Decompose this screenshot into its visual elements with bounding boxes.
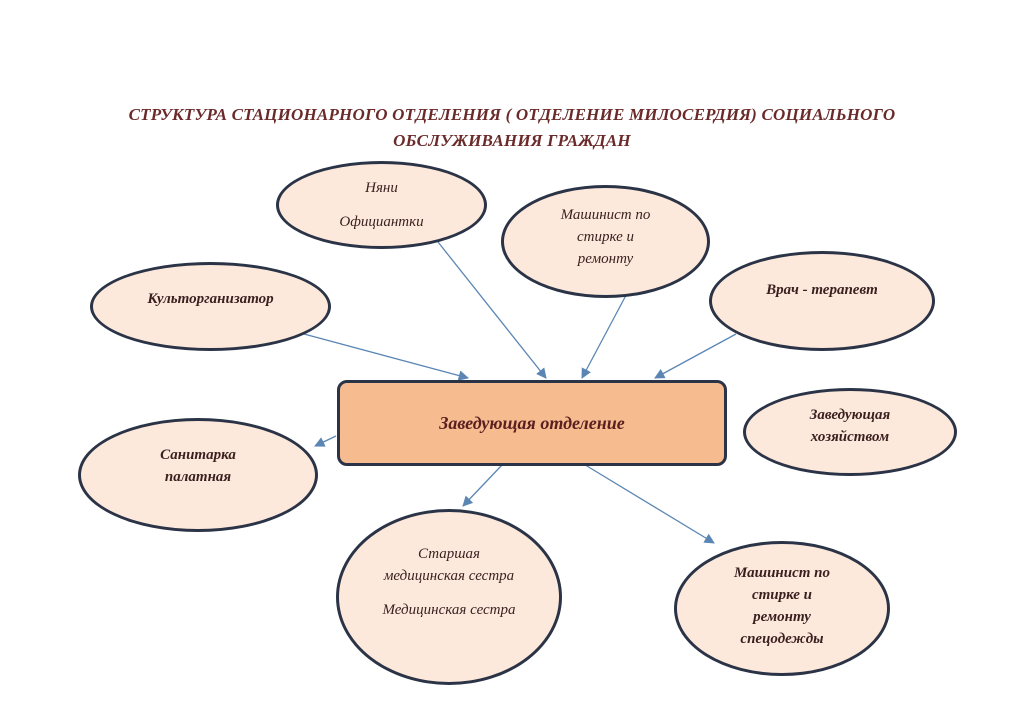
node-sestra-line-3: Медицинская сестра <box>382 602 516 618</box>
node-vrach-terapevt: Врач - терапевт <box>709 251 935 351</box>
node-mashinist-top-line-3: ремонту <box>577 251 634 267</box>
node-nyani-line-1: Няни <box>365 180 398 196</box>
node-sanitarka-palatnaya: Санитарка палатная <box>78 418 318 532</box>
arrow-mashinist-top-to-center <box>581 283 633 379</box>
node-mashinist-bottom-line-3: ремонту <box>753 608 811 625</box>
node-sestra-line-1: Старшая <box>417 546 481 562</box>
node-mashinist-bottom-line-2: стирке и <box>751 586 813 603</box>
node-mashinist-top-line-1: Машинист по <box>560 207 651 223</box>
arrow-center-to-mashinist-bottom <box>581 462 715 544</box>
arrow-center-to-sestra <box>462 464 503 507</box>
node-nyani-ofitsiantki: Няни Официантки <box>276 161 487 249</box>
node-mashinist-top: Машинист по стирке и ремонту <box>501 185 710 298</box>
arrow-kultorg-to-center <box>303 333 470 381</box>
node-kultorg-line-1: Культорганизатор <box>147 290 274 307</box>
node-mashinist-bottom: Машинист по стирке и ремонту спецодежды <box>674 541 890 676</box>
node-mashinist-bottom-line-1: Машинист по <box>733 564 831 581</box>
node-kultorganizator: Культорганизатор <box>90 262 331 351</box>
center-box-zaveduyushchaya: Заведующая отделение <box>337 380 727 466</box>
arrow-nyani-to-center <box>437 241 547 379</box>
title-line-2: ОБСЛУЖИВАНИЯ ГРАЖДАН <box>393 131 631 150</box>
arrow-vrach-to-center <box>654 333 737 379</box>
node-zav-hoz-line-1: Заведующая <box>809 407 891 423</box>
node-sanitarka-line-2: палатная <box>164 469 232 485</box>
title-line-1: СТРУКТУРА СТАЦИОНАРНОГО ОТДЕЛЕНИЯ ( ОТДЕ… <box>128 105 896 124</box>
node-mashinist-top-line-2: стирке и <box>576 229 635 245</box>
center-label: Заведующая отделение <box>439 412 625 433</box>
page-title: СТРУКТУРА СТАЦИОНАРНОГО ОТДЕЛЕНИЯ ( ОТДЕ… <box>40 102 984 154</box>
arrow-center-to-sanitarka <box>314 435 337 447</box>
node-sestra-line-2: медицинская сестра <box>383 568 515 584</box>
node-vrach-line-1: Врач - терапевт <box>766 282 878 298</box>
node-nyani-line-2: Официантки <box>339 214 424 230</box>
node-sestra: Старшая медицинская сестра Медицинская с… <box>336 509 562 685</box>
node-mashinist-bottom-line-4: спецодежды <box>740 630 824 647</box>
node-zaveduyushchaya-hozyaystvom: Заведующая хозяйством <box>743 388 957 476</box>
node-zav-hoz-line-2: хозяйством <box>810 429 890 445</box>
node-sanitarka-line-1: Санитарка <box>160 447 236 463</box>
